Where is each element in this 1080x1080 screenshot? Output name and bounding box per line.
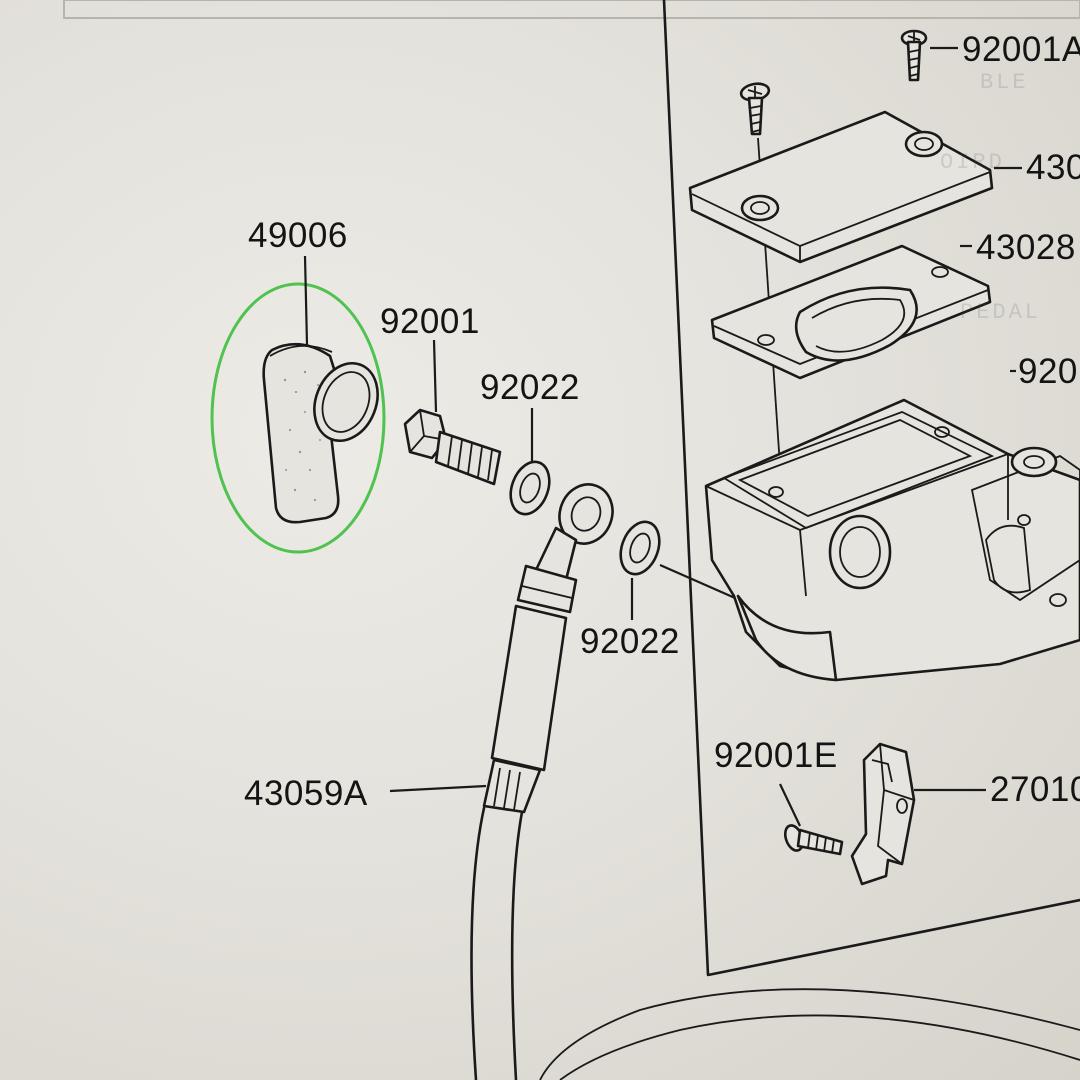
part-label-430: 430	[1026, 148, 1080, 187]
switch-screw-icon[interactable]	[782, 823, 844, 856]
bleed-through-text-2: OIRD	[940, 150, 1005, 175]
part-label-92001: 92001	[380, 302, 480, 341]
leader-49006	[303, 255, 309, 346]
banjo-bolt-icon[interactable]	[403, 408, 502, 486]
frame-box-outline	[662, 0, 1080, 977]
part-label-43028: 43028	[976, 228, 1076, 267]
rubber-cap-icon[interactable]	[262, 342, 389, 524]
washer-icon[interactable]	[504, 456, 556, 519]
bleed-through-text: BLE	[980, 70, 1029, 95]
highlight-ellipse	[210, 282, 386, 554]
part-label-49006: 49006	[248, 216, 348, 255]
part-label-92001E: 92001E	[714, 736, 838, 775]
brake-light-switch-icon[interactable]	[850, 742, 916, 886]
part-label-92022-bottom: 92022	[580, 622, 680, 661]
page-top-frame	[63, 0, 1080, 19]
leader-92022-port	[659, 563, 736, 600]
part-label-92001A: 92001A	[962, 30, 1080, 69]
reservoir-cap-icon[interactable]	[688, 110, 994, 264]
bleed-through-text-3: PEDAL	[960, 300, 1042, 325]
leader-92001	[432, 339, 438, 413]
part-label-43059A: 43059A	[244, 774, 368, 813]
part-label-920: 920	[1018, 352, 1078, 391]
leader-43059A	[389, 784, 487, 793]
brake-hose-icon[interactable]	[470, 477, 1080, 1080]
screw-icon[interactable]	[900, 29, 928, 82]
washer-icon-2[interactable]	[614, 516, 666, 579]
part-label-27010: 27010	[990, 770, 1080, 809]
cover-screw-icon[interactable]	[739, 82, 771, 136]
part-label-92022-top: 92022	[480, 368, 580, 407]
leader-92001E	[779, 783, 801, 827]
diaphragm-icon[interactable]	[710, 244, 992, 380]
master-cylinder-icon[interactable]	[704, 398, 1080, 682]
